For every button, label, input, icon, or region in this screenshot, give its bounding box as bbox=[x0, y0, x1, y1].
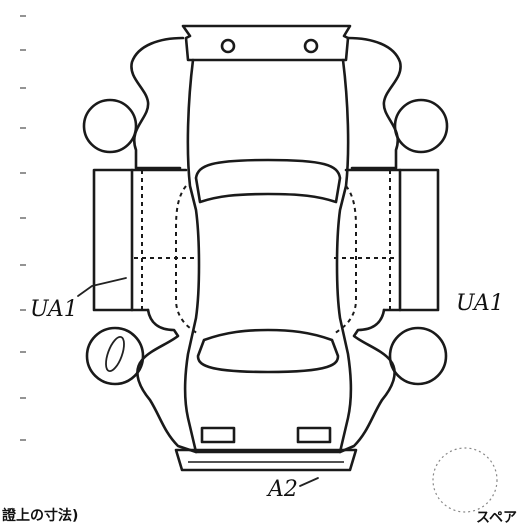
windshield bbox=[194, 158, 342, 204]
front-bumper bbox=[181, 24, 352, 62]
left-rear-tire bbox=[85, 326, 145, 386]
margin-ticks bbox=[20, 15, 26, 441]
rear-window bbox=[196, 328, 340, 374]
rear-light-right bbox=[296, 426, 332, 444]
right-door-line bbox=[333, 185, 357, 335]
footer-left-label: 證上の寸法) bbox=[2, 507, 78, 524]
car-body bbox=[183, 58, 353, 454]
left-door-line bbox=[175, 185, 199, 335]
bumper-annotation: A2 bbox=[266, 477, 298, 502]
right-front-fender bbox=[346, 36, 402, 170]
footer-right-label: スペア bbox=[476, 510, 517, 526]
left-rear-fender bbox=[136, 308, 198, 454]
spare-tire-outline bbox=[432, 447, 498, 513]
left-side-annotation: UA1 bbox=[30, 297, 78, 322]
front-bumper-light-right bbox=[303, 38, 319, 54]
right-rear-tire bbox=[388, 326, 448, 386]
right-side-panel bbox=[398, 168, 440, 312]
left-side-panel bbox=[92, 168, 134, 312]
left-wheel-mark bbox=[105, 336, 125, 372]
front-bumper-light-left bbox=[220, 38, 236, 54]
left-front-tire bbox=[82, 98, 138, 154]
right-side-annotation: UA1 bbox=[456, 291, 504, 316]
right-front-tire bbox=[393, 98, 449, 154]
right-panel-joins bbox=[344, 168, 402, 312]
right-rear-fender bbox=[338, 308, 396, 454]
rear-light-left bbox=[200, 426, 236, 444]
rear-bumper bbox=[174, 448, 358, 472]
left-front-fender bbox=[130, 36, 185, 170]
left-panel-joins bbox=[130, 168, 188, 312]
left-side-pointer bbox=[77, 277, 127, 297]
front-mark-pointer bbox=[299, 477, 319, 487]
